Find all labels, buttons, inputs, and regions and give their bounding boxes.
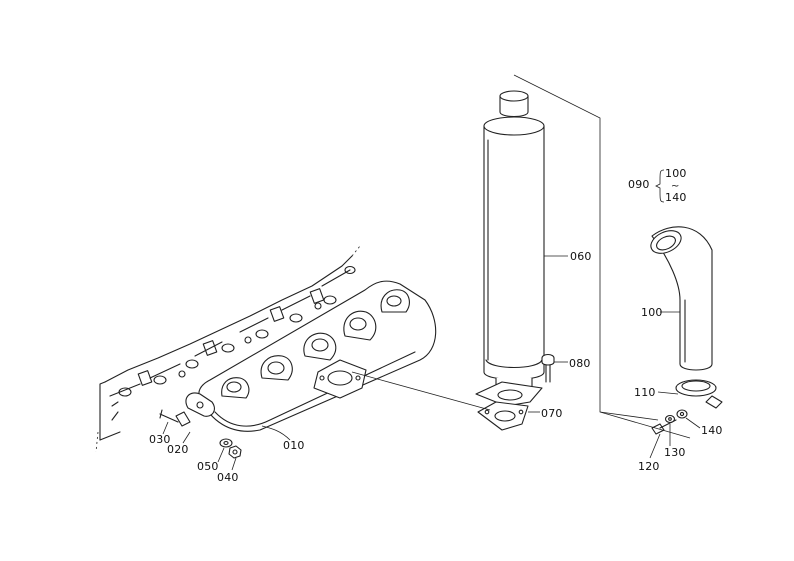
- cylinder-head-outline: [95, 245, 361, 453]
- muffler-bolt: [541, 353, 555, 383]
- kit-range-tilde: ~: [671, 181, 679, 192]
- kit-range-to: 140: [665, 191, 687, 204]
- kit-brace: [655, 169, 665, 203]
- stud-bolt: [159, 409, 179, 423]
- part-label-130: 130: [664, 446, 686, 459]
- exhaust-manifold: [185, 280, 437, 432]
- part-label-030: 030: [149, 433, 171, 446]
- manifold-runner: [260, 355, 293, 381]
- part-label-090: 090: [628, 178, 650, 191]
- manifold-mounting-flange: [185, 392, 215, 417]
- manifold-outlet-flange: [313, 359, 367, 399]
- tailpipe-clamp: [675, 379, 723, 409]
- part-label-140: 140: [701, 424, 723, 437]
- clamp-nut: [676, 409, 688, 419]
- assembly-reference-lines: [351, 74, 691, 439]
- tail-pipe: [650, 226, 713, 371]
- part-label-120: 120: [638, 460, 660, 473]
- part-label-100: 100: [641, 306, 663, 319]
- manifold-runner: [303, 332, 337, 361]
- manifold-runner: [380, 289, 410, 313]
- part-label-010: 010: [283, 439, 305, 452]
- clamp-washer: [664, 414, 676, 424]
- muffler: [483, 90, 545, 380]
- manifold-runner: [343, 310, 377, 341]
- part-label-060: 060: [570, 250, 592, 263]
- nut: [228, 445, 242, 459]
- part-label-020: 020: [167, 443, 189, 456]
- leader-lines: [162, 255, 701, 471]
- part-label-110: 110: [634, 386, 656, 399]
- muffler-inlet-flange: [475, 378, 543, 407]
- muffler-gasket: [477, 401, 529, 431]
- kit-range-from: 100: [665, 167, 687, 180]
- part-label-070: 070: [541, 407, 563, 420]
- part-label-040: 040: [217, 471, 239, 484]
- part-label-080: 080: [569, 357, 591, 370]
- part-label-050: 050: [197, 460, 219, 473]
- manifold-gasket: [175, 411, 191, 427]
- washer: [219, 438, 233, 448]
- manifold-runner: [221, 377, 250, 399]
